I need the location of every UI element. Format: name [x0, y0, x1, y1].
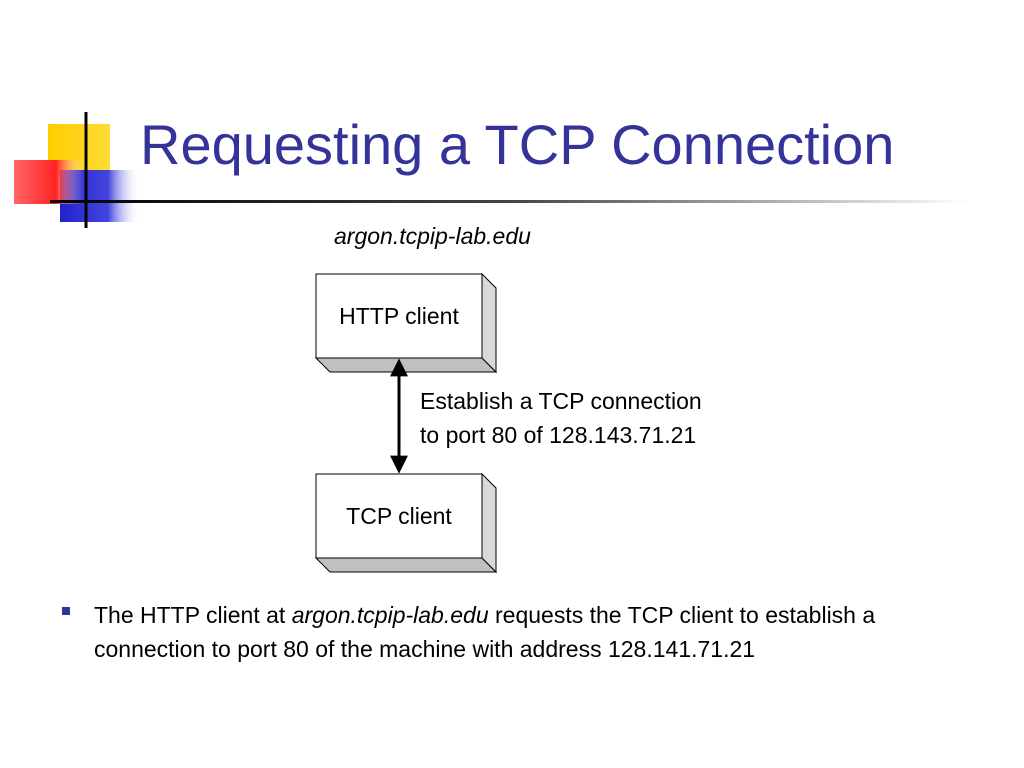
connection-label-line1: Establish a TCP connection [420, 388, 702, 414]
tcp-client-label: TCP client [346, 503, 452, 529]
host-label: argon.tcpip-lab.edu [334, 223, 531, 249]
slide-title: Requesting a TCP Connection [140, 113, 895, 176]
bullet-square-icon [62, 607, 70, 615]
bullet-text-part2: requests the TCP client to establish a c… [94, 602, 876, 662]
decorative-corner-graphic [14, 112, 140, 228]
connection-label-line2: to port 80 of 128.143.71.21 [420, 422, 697, 448]
bullet-text-part1: The HTTP client at [94, 602, 292, 628]
connection-label: Establish a TCP connection to port 80 of… [420, 384, 702, 452]
title-underline [50, 200, 970, 203]
bullet-host: argon.tcpip-lab.edu [291, 602, 489, 628]
tcp-client-box [314, 472, 498, 574]
http-client-label: HTTP client [339, 303, 459, 329]
bullet-text: The HTTP client at argon.tcpip-lab.edu r… [94, 598, 954, 666]
